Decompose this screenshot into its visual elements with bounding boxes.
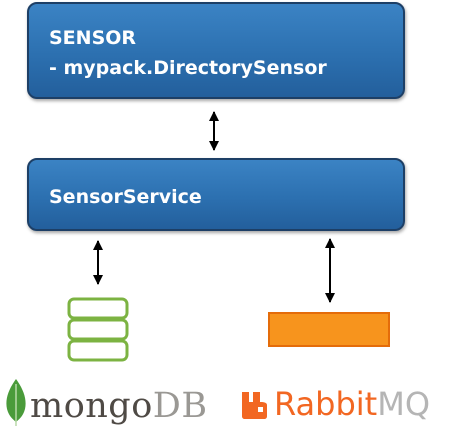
- mongodb-wordmark-db: DB: [152, 386, 208, 426]
- mongodb-logo: mongoDB: [2, 378, 207, 428]
- mongodb-wordmark-mongo: mongo: [30, 386, 153, 426]
- mongodb-leaf-icon: [6, 379, 26, 426]
- sensor-subtitle: - mypack.DirectorySensor: [49, 57, 327, 79]
- message-queue-icon: [268, 312, 390, 347]
- rabbitmq-wordmark-rabbit: Rabbit: [274, 385, 378, 423]
- sensor-title: SENSOR: [49, 27, 137, 49]
- mongodb-wordmark: mongoDB: [30, 386, 208, 426]
- sensor-service-box: SensorService: [27, 158, 405, 231]
- sensor-service-title: SensorService: [49, 186, 202, 208]
- sensor-box: SENSOR - mypack.DirectorySensor: [27, 2, 405, 99]
- rabbitmq-wordmark-mq: MQ: [377, 385, 430, 423]
- rabbitmq-wordmark: RabbitMQ: [274, 384, 430, 424]
- rabbitmq-icon: [242, 392, 267, 419]
- rabbitmq-logo: RabbitMQ: [240, 384, 452, 428]
- database-stack-icon: [67, 297, 129, 362]
